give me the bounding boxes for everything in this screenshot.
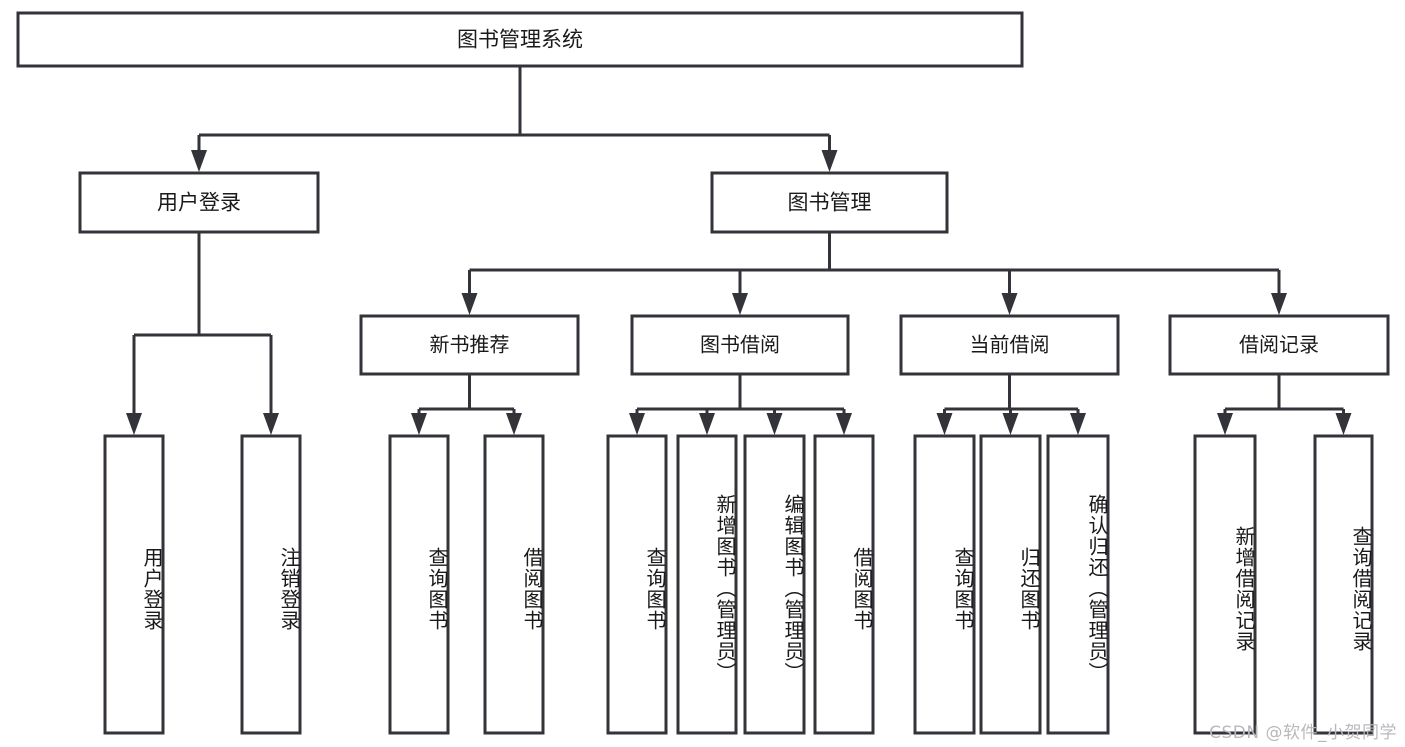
node-box-current-borrow[interactable] bbox=[899, 314, 1120, 376]
arrow-head-icon bbox=[836, 413, 852, 435]
node-box-book-borrow[interactable] bbox=[630, 314, 850, 376]
arrow-head-icon bbox=[461, 293, 478, 315]
arrow-head-icon bbox=[411, 413, 427, 435]
arrow-head-icon bbox=[1002, 413, 1019, 435]
csdn-watermark: CSDN @软件_小贺同学 bbox=[1209, 723, 1397, 743]
node-label-user-login: 用户登录 bbox=[157, 191, 241, 215]
arrow-head-icon bbox=[766, 413, 783, 435]
node-box-leaf-user-login[interactable] bbox=[103, 434, 165, 735]
node-box-leaf-return-book[interactable] bbox=[979, 434, 1042, 735]
node-box-leaf-edit-book[interactable] bbox=[743, 434, 806, 735]
node-label-current-borrow: 当前借阅 bbox=[970, 333, 1050, 357]
arrow-head-icon bbox=[1070, 413, 1086, 435]
node-box-leaf-query-record[interactable] bbox=[1313, 434, 1374, 735]
arrow-head-icon bbox=[732, 293, 748, 315]
node-box-book-manage[interactable] bbox=[710, 171, 949, 234]
node-box-new-book-rec[interactable] bbox=[359, 314, 580, 376]
node-boxes bbox=[16, 11, 1390, 735]
node-box-root[interactable] bbox=[16, 11, 1024, 68]
arrow-head-icon bbox=[629, 413, 645, 435]
arrow-head-icon bbox=[1217, 413, 1233, 435]
arrow-head-icon bbox=[936, 413, 953, 435]
node-box-leaf-borrow-book[interactable] bbox=[813, 434, 875, 735]
node-label-book-borrow: 图书借阅 bbox=[700, 333, 780, 357]
arrow-head-icon bbox=[506, 413, 522, 435]
arrow-head-icon bbox=[191, 150, 207, 172]
node-box-leaf-add-book[interactable] bbox=[676, 434, 738, 735]
node-label-new-book-rec: 新书推荐 bbox=[430, 333, 510, 357]
node-box-leaf-borrow-query-book[interactable] bbox=[606, 434, 668, 735]
node-box-leaf-add-record[interactable] bbox=[1193, 434, 1257, 735]
arrow-head-icon bbox=[821, 150, 838, 172]
arrow-head-icon bbox=[1271, 293, 1287, 315]
node-label-borrow-record: 借阅记录 bbox=[1239, 333, 1319, 357]
node-box-user-login[interactable] bbox=[78, 171, 320, 234]
connector-edges bbox=[126, 66, 1352, 435]
node-label-book-manage: 图书管理 bbox=[788, 191, 872, 215]
arrow-head-icon bbox=[263, 413, 279, 435]
node-box-leaf-rec-query-book[interactable] bbox=[388, 434, 450, 735]
node-label-root: 图书管理系统 bbox=[457, 28, 583, 52]
node-box-leaf-confirm-return[interactable] bbox=[1046, 434, 1110, 735]
node-box-leaf-rec-borrow-book[interactable] bbox=[483, 434, 545, 735]
node-box-borrow-record[interactable] bbox=[1168, 314, 1390, 376]
arrow-head-icon bbox=[1335, 413, 1352, 435]
arrow-head-icon bbox=[699, 413, 715, 435]
node-box-leaf-user-logout[interactable] bbox=[240, 434, 302, 735]
node-box-leaf-cur-query-book[interactable] bbox=[913, 434, 976, 735]
arrow-head-icon bbox=[1001, 293, 1018, 315]
arrow-head-icon bbox=[126, 413, 142, 435]
